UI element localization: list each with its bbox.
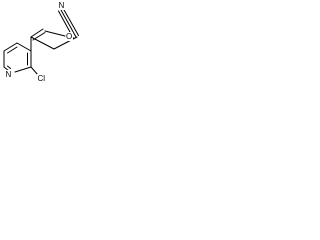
- carbonyl-double-bond-a: [30, 28, 44, 38]
- ch2-ch2-bond: [53, 36, 78, 50]
- chlorine-label: Cl: [37, 74, 46, 83]
- carbonyl-to-o-bond: [44, 30, 66, 37]
- nitrile-triple-bond-2: [63, 8, 79, 36]
- ring-bond-n-c2: [14, 66, 32, 73]
- carbonyl-oxygen-label: O: [65, 32, 73, 41]
- ring-bond-c4-c5: [3, 42, 18, 52]
- ring-nitrogen-label: N: [5, 70, 12, 79]
- ring-double-c4-c5: [7, 46, 18, 54]
- c2-cl-bond: [30, 66, 39, 76]
- molecule-drawing: [3, 8, 79, 76]
- nitrile-triple-bond-1: [60, 9, 77, 38]
- ring-bond-c3-c4: [16, 42, 32, 52]
- structure-canvas: N O N Cl: [0, 0, 96, 92]
- nitrile-nitrogen-label: N: [58, 1, 65, 10]
- ring-double-c6-n: [7, 65, 11, 69]
- carbonyl-double-bond-b: [32, 32, 46, 41]
